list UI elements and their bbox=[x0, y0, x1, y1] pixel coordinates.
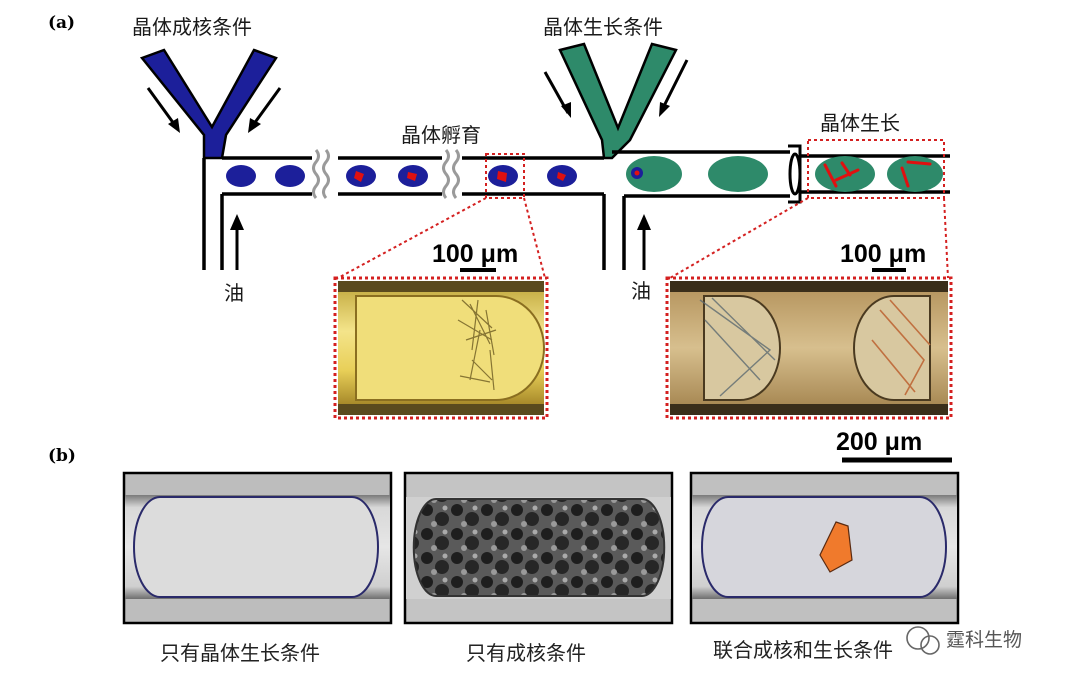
growth-junction bbox=[543, 42, 689, 160]
label-nucleation-condition: 晶体成核条件 bbox=[132, 15, 252, 39]
grown-crystals bbox=[823, 160, 932, 188]
break-mark-2 bbox=[442, 149, 460, 199]
watermark-text: 霆科生物 bbox=[946, 629, 1022, 651]
nucleation-junction bbox=[139, 48, 282, 160]
oil-arrow-right bbox=[637, 214, 651, 270]
droplets-nucleation bbox=[226, 165, 577, 187]
micrograph-combined bbox=[689, 471, 960, 625]
scalebar-right-label: 100 μm bbox=[840, 240, 926, 268]
micrograph-incubation bbox=[333, 276, 549, 420]
label-oil-right: 油 bbox=[631, 279, 651, 303]
incubation-highlight bbox=[485, 153, 525, 199]
micrograph-only-growth bbox=[122, 471, 393, 625]
micrograph-growth bbox=[665, 276, 953, 420]
watermark: 霆科生物 bbox=[906, 626, 1022, 655]
nucleated-crystals bbox=[354, 171, 566, 182]
break-mark-1 bbox=[312, 149, 330, 199]
channel-growth bbox=[612, 150, 950, 270]
panel-label-b: (b) bbox=[48, 446, 76, 466]
oil-arrow-left bbox=[230, 214, 244, 270]
droplets-growth bbox=[626, 156, 943, 192]
growth-highlight bbox=[807, 139, 945, 199]
label-growth: 晶体生长 bbox=[820, 111, 900, 135]
scalebar-bottom-label: 200 μm bbox=[836, 428, 922, 456]
label-oil-left: 油 bbox=[224, 281, 244, 305]
scalebar-left-label: 100 μm bbox=[432, 240, 518, 268]
zoom-lines bbox=[337, 197, 949, 279]
tube-connector bbox=[788, 144, 802, 204]
panel-label-a: (a) bbox=[48, 13, 75, 33]
label-growth-condition: 晶体生长条件 bbox=[543, 15, 663, 39]
channel-left bbox=[202, 156, 606, 270]
seed-crystal bbox=[631, 167, 643, 179]
caption-combined: 联合成核和生长条件 bbox=[713, 638, 893, 662]
caption-only-nucleation: 只有成核条件 bbox=[466, 641, 586, 665]
micrograph-only-nucleation bbox=[403, 471, 674, 625]
label-incubation: 晶体孵育 bbox=[401, 123, 481, 147]
caption-only-growth: 只有晶体生长条件 bbox=[160, 641, 320, 665]
